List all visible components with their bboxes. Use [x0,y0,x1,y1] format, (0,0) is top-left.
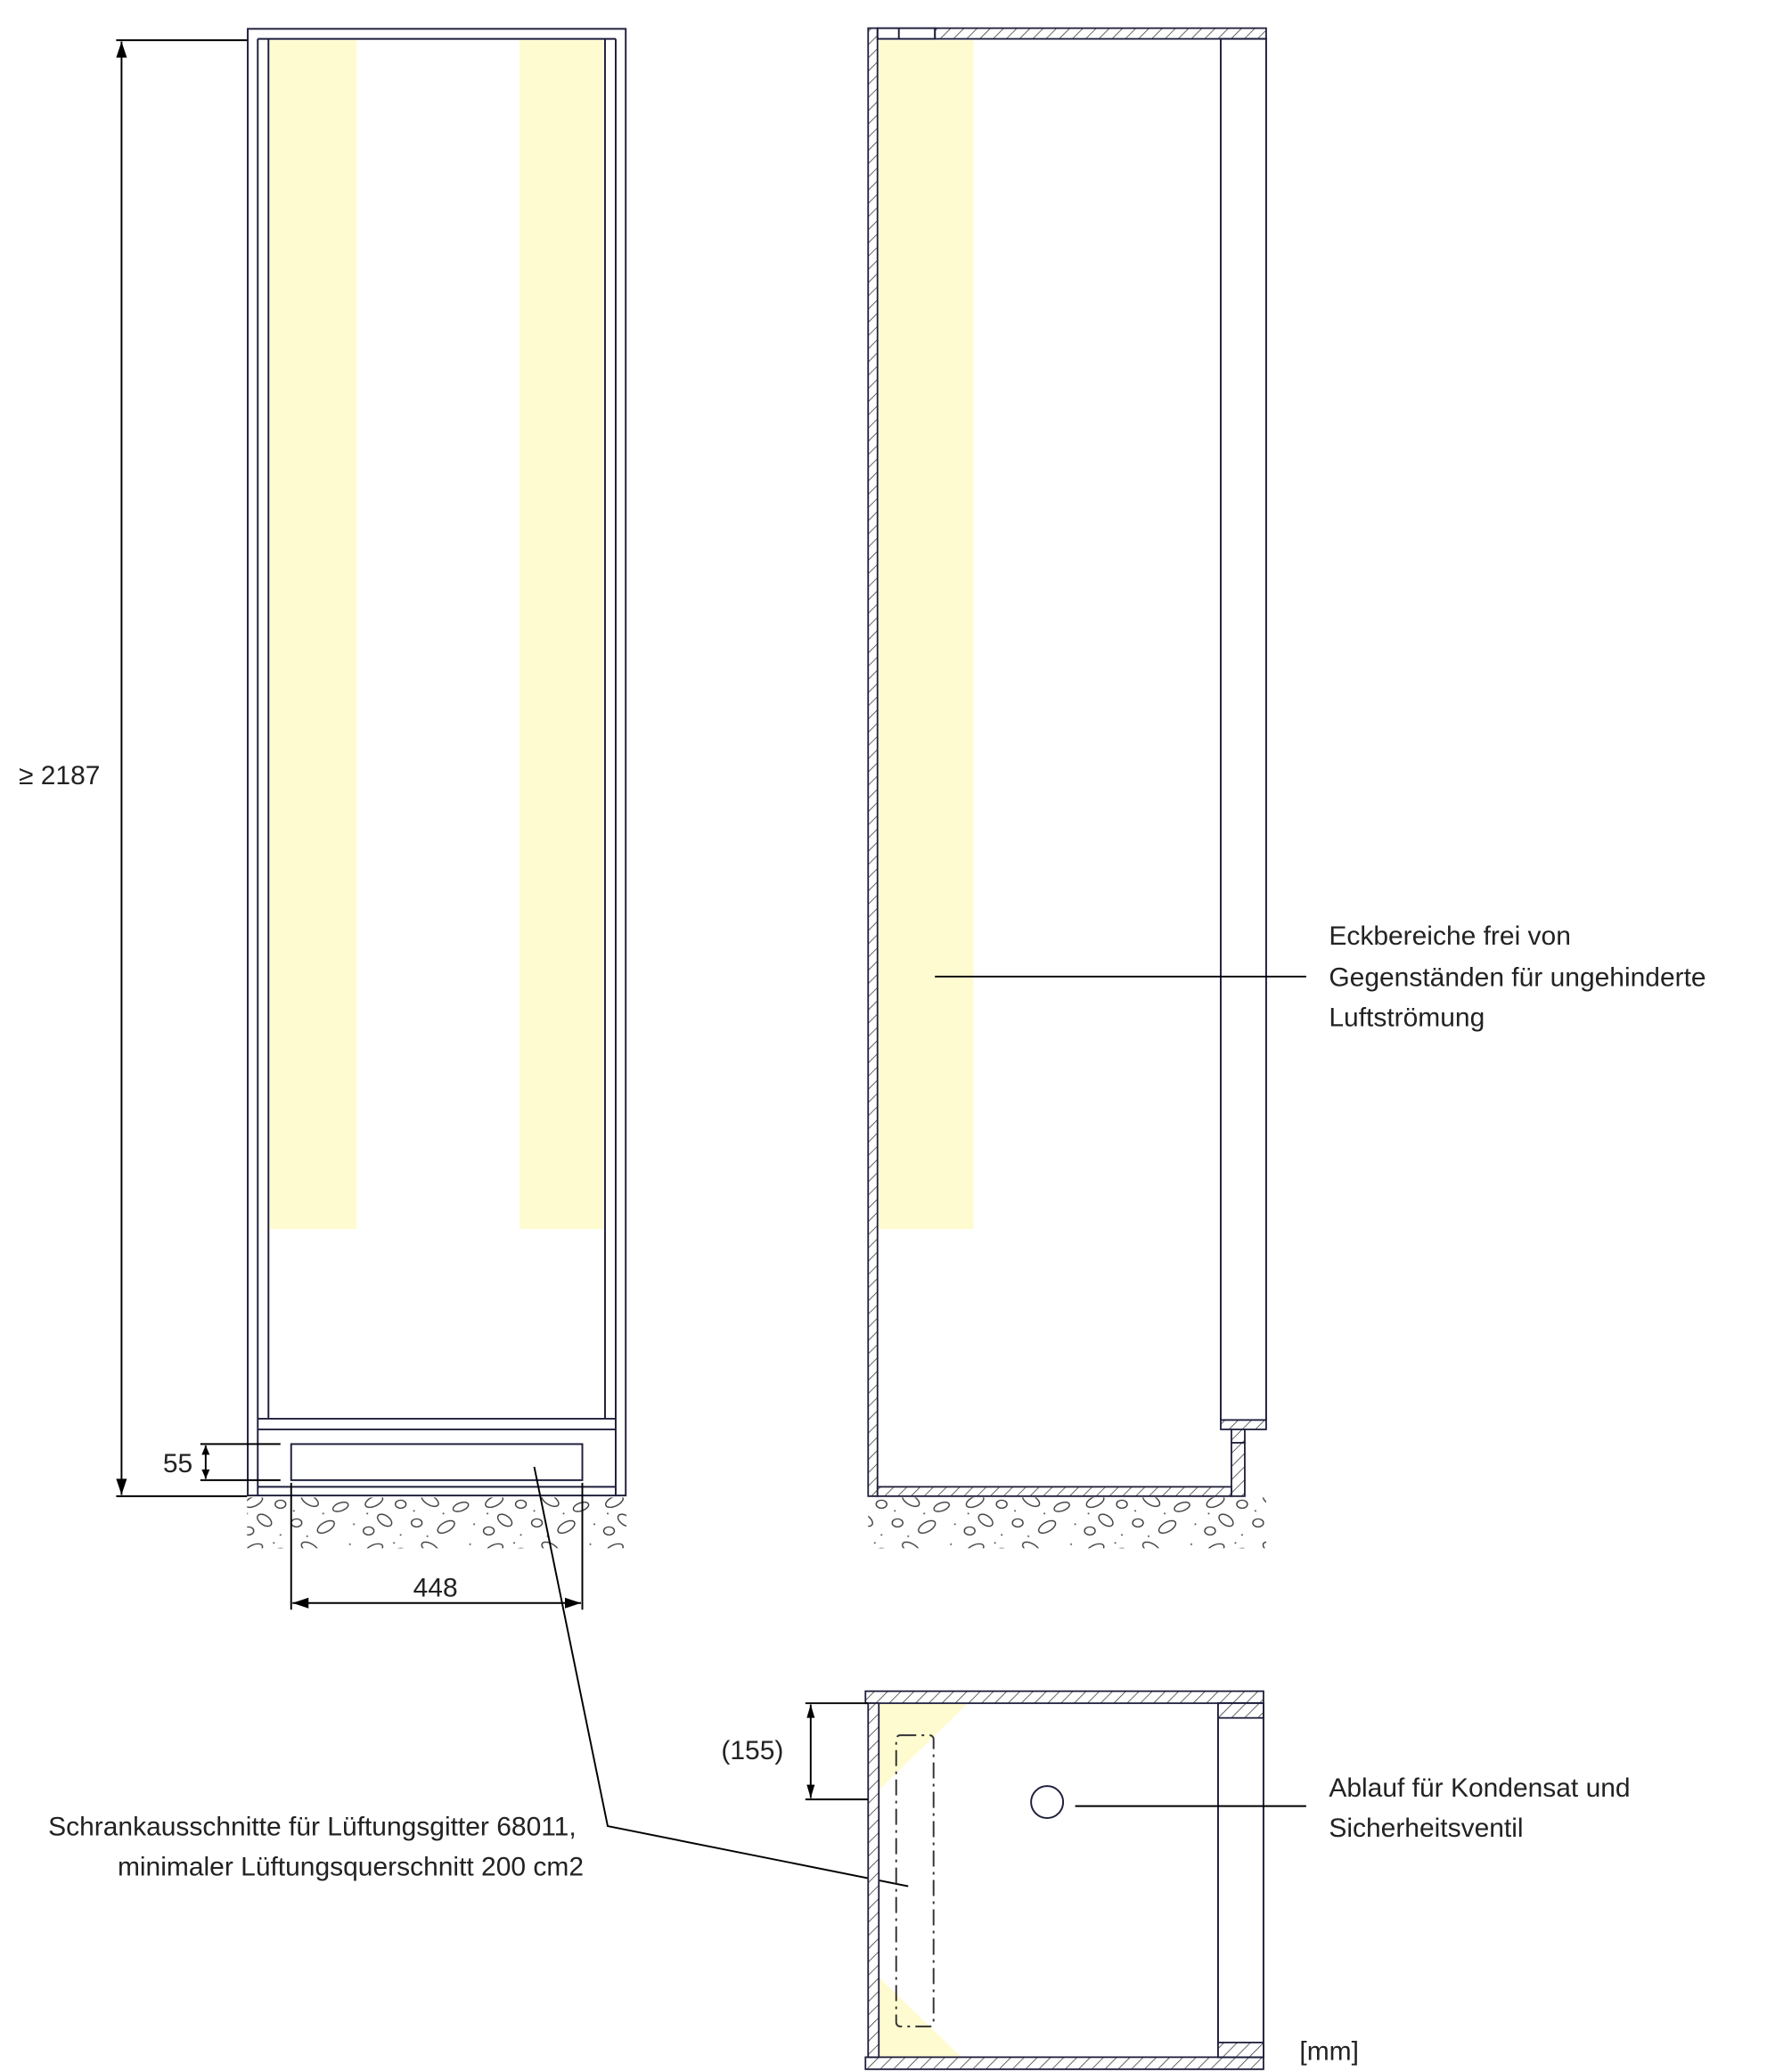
front-view: ≥ 2187 55 448 [19,28,909,1888]
corner-areas-note: Eckbereiche frei von Gegenständen für un… [1329,921,1714,1032]
cabinet-outline [247,28,627,1497]
airflow-zone-left [269,40,357,1230]
back-wall [867,27,879,1497]
plinth [1231,1442,1246,1497]
plan-top-wall [864,1690,1264,1705]
cabinet-cutouts-note: Schrankausschnitte für Lüftungsgitter 68… [48,1813,584,1882]
cutout-width-dimension: 448 [290,1482,584,1610]
cutout-height-label: 55 [163,1449,192,1478]
floor-ground [247,1497,626,1549]
vent-cutout [290,1443,584,1481]
min-height-label: ≥ 2187 [19,761,100,790]
height-dimension: ≥ 2187 [19,39,248,1497]
plan-offset-label: (155) [721,1736,783,1765]
plan-door [1216,1702,1264,2059]
drain-note: Ablauf für Kondensat und Sicherheitsvent… [1329,1773,1638,1843]
cabinet-door [1219,37,1267,1421]
plan-bottom-wall [864,2056,1264,2070]
plan-offset-dimension: (155) [721,1702,869,1801]
unit-label: [mm] [1299,2036,1359,2066]
vent-grille-outline [895,1734,935,2027]
cutout-width-label: 448 [413,1573,458,1602]
airflow-zone-right [519,40,604,1230]
side-view: Eckbereiche frei von Gegenständen für un… [867,27,1714,1549]
top-wall [934,27,1267,40]
plan-back-wall [867,1702,880,2059]
drain-outlet [1030,1785,1065,1820]
airflow-zone-side [879,40,974,1230]
floor-ground-side [868,1497,1266,1549]
cutout-height-dimension: 55 [163,1443,281,1481]
cutout-leader-line [533,1466,909,1888]
plan-view: (155) Ablauf für Kondensat und Sicherhei… [48,1690,1638,2070]
floor-board [876,1486,1232,1497]
